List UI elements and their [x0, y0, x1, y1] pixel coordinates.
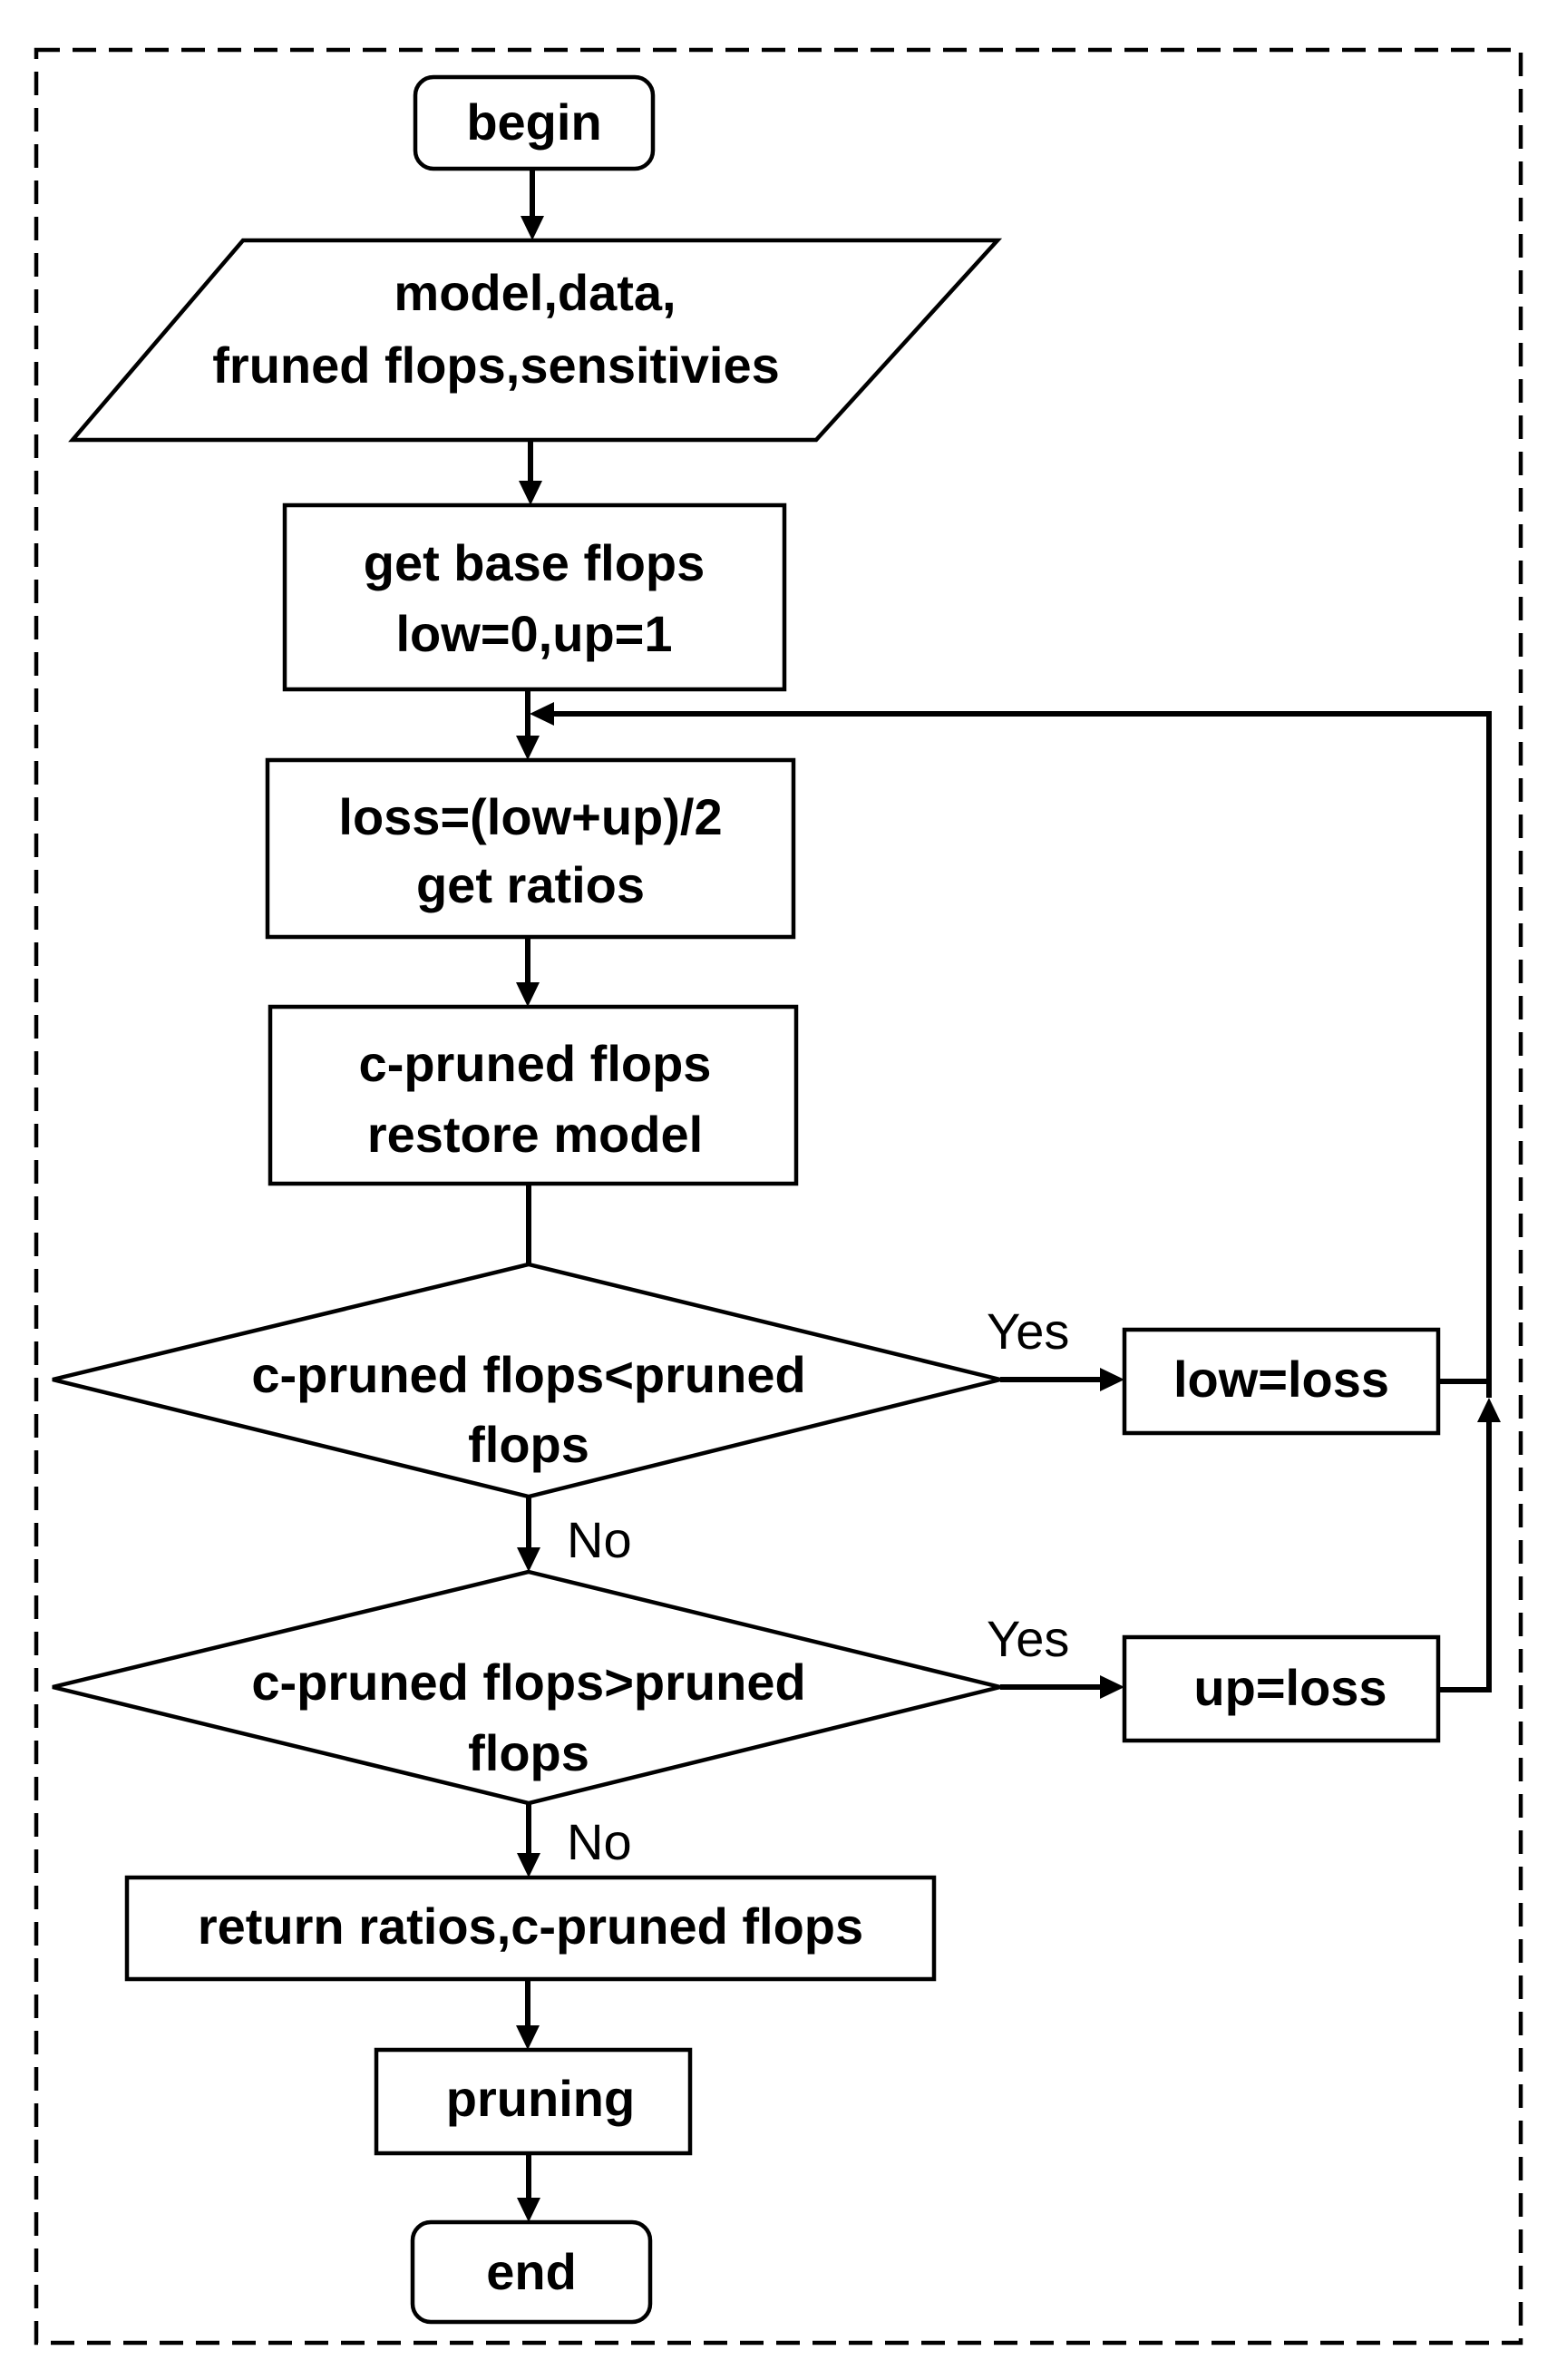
edge-greater-no-label: No — [567, 1813, 632, 1870]
edge-greater-yes: Yes — [987, 1610, 1124, 1699]
decision-less-line-1: c-pruned flops<pruned — [251, 1346, 805, 1403]
edge-less-yes: Yes — [987, 1302, 1124, 1391]
node-end-label: end — [486, 2243, 577, 2300]
node-pruning-label: pruning — [446, 2070, 635, 2127]
node-return-label: return ratios,c-pruned flops — [198, 1897, 863, 1955]
edge-pruning-to-end — [517, 2153, 540, 2222]
edge-less-no: No — [517, 1497, 632, 1572]
node-input-line-2: fruned flops,sensitivies — [212, 337, 780, 394]
edge-greater-no: No — [517, 1803, 632, 1878]
node-up-update-label: up=loss — [1193, 1659, 1387, 1716]
node-input-line-1: model,data, — [394, 264, 676, 321]
node-loss: loss=(low+up)/2 get ratios — [265, 757, 796, 940]
node-input: model,data, fruned flops,sensitivies — [68, 238, 1003, 443]
node-begin: begin — [413, 74, 656, 171]
edge-init-to-loss — [516, 689, 540, 760]
node-loss-line-1: loss=(low+up)/2 — [338, 788, 722, 845]
node-init-line-2: low=0,up=1 — [396, 605, 673, 662]
node-up-update: up=loss — [1122, 1634, 1441, 1743]
node-compute: c-pruned flops restore model — [268, 1004, 799, 1186]
node-init: get base flops low=0,up=1 — [282, 502, 787, 692]
node-low-update-label: low=loss — [1173, 1351, 1389, 1408]
edge-less-no-label: No — [567, 1511, 632, 1568]
node-low-update: low=loss — [1122, 1327, 1441, 1436]
node-compute-line-1: c-pruned flops — [359, 1035, 712, 1092]
node-pruning: pruning — [374, 2047, 693, 2156]
node-return: return ratios,c-pruned flops — [124, 1875, 937, 1982]
dashed-frame — [34, 47, 1523, 2346]
edge-input-to-init — [519, 440, 542, 505]
edge-up-update-loop-back — [1438, 1398, 1501, 1692]
decision-greater: c-pruned flops>pruned flops — [52, 1569, 1001, 1806]
edge-begin-to-input — [521, 169, 544, 240]
decision-greater-line-1: c-pruned flops>pruned — [251, 1653, 805, 1711]
node-init-line-1: get base flops — [364, 534, 706, 591]
edge-less-yes-label: Yes — [987, 1302, 1069, 1360]
edge-greater-yes-label: Yes — [987, 1610, 1069, 1667]
node-compute-line-2: restore model — [367, 1106, 703, 1163]
node-end: end — [410, 2219, 653, 2325]
edge-return-to-pruning — [516, 1979, 540, 2050]
edge-loop-back-to-loss — [530, 702, 1492, 1398]
node-begin-label: begin — [466, 93, 601, 151]
decision-less-line-2: flops — [468, 1416, 589, 1473]
decision-less: c-pruned flops<pruned flops — [52, 1262, 1001, 1499]
edge-loss-to-compute — [516, 937, 540, 1007]
node-loss-line-2: get ratios — [416, 856, 645, 913]
decision-greater-line-2: flops — [468, 1724, 589, 1781]
